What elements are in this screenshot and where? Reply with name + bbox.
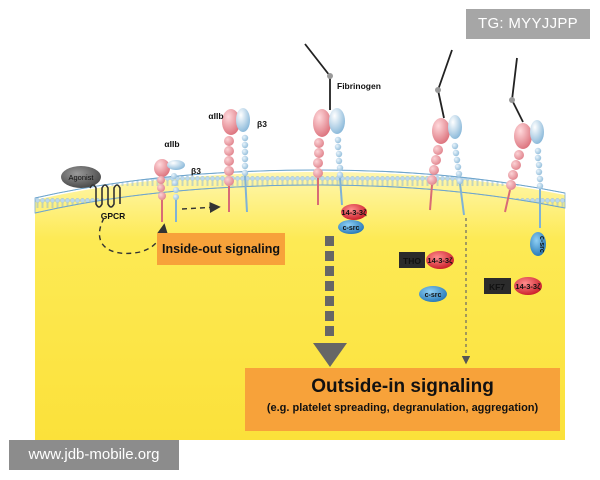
protein-1433-icon	[514, 277, 542, 295]
outside-in-subtitle: (e.g. platelet spreading, degranulation,…	[266, 402, 539, 414]
activation-arrow	[181, 201, 221, 214]
outside-in-arrow	[313, 236, 347, 367]
integrin-extended	[222, 108, 250, 213]
protein-1433-label-2: 14-3-3ζ	[427, 256, 453, 265]
csrc-label-3: c-src	[538, 236, 545, 253]
csrc-label-1: c-src	[343, 225, 360, 232]
csrc-label-2: c-src	[425, 292, 442, 299]
integrin-tho-bound	[427, 49, 465, 216]
outside-in-title: Outside-in signaling	[311, 376, 494, 397]
gpcr-icon	[89, 184, 121, 208]
fibrinogen-label: Fibrinogen	[337, 81, 381, 91]
watermark-bottom-left: www.jdb-mobile.org	[9, 440, 179, 470]
b3-label-2: β3	[257, 119, 267, 129]
kf7-box	[484, 278, 511, 294]
kf7-label: KF7	[489, 282, 505, 292]
protein-1433-icon	[341, 204, 367, 220]
gpcr-label: GPCR	[101, 211, 126, 221]
csrc-icon	[530, 232, 546, 256]
agonist-icon	[61, 166, 101, 188]
csrc-icon	[338, 220, 364, 234]
tho-box	[399, 252, 425, 268]
tho-label: THO	[403, 256, 421, 266]
protein-1433-icon	[426, 251, 454, 269]
agonist-label: Agonist	[68, 173, 94, 182]
watermark-top-right: TG: MYYJJPP	[466, 9, 590, 39]
aiib-label-1: αIIb	[164, 139, 179, 149]
b3-label-1: β3	[191, 166, 201, 176]
integrin-fibrinogen-bound	[304, 43, 345, 206]
aiib-label-2: αIIb	[208, 111, 223, 121]
outside-in-callout: Outside-in signaling (e.g. platelet spre…	[245, 368, 560, 431]
integrin-kf7-bound	[504, 57, 544, 228]
integrin-bent	[154, 159, 185, 222]
inside-out-callout: Inside-out signaling	[157, 233, 285, 265]
csrc-icon	[419, 286, 447, 302]
protein-1433-label-3: 14-3-3ζ	[515, 282, 541, 291]
protein-1433-label-1: 14-3-3ζ	[341, 208, 367, 217]
